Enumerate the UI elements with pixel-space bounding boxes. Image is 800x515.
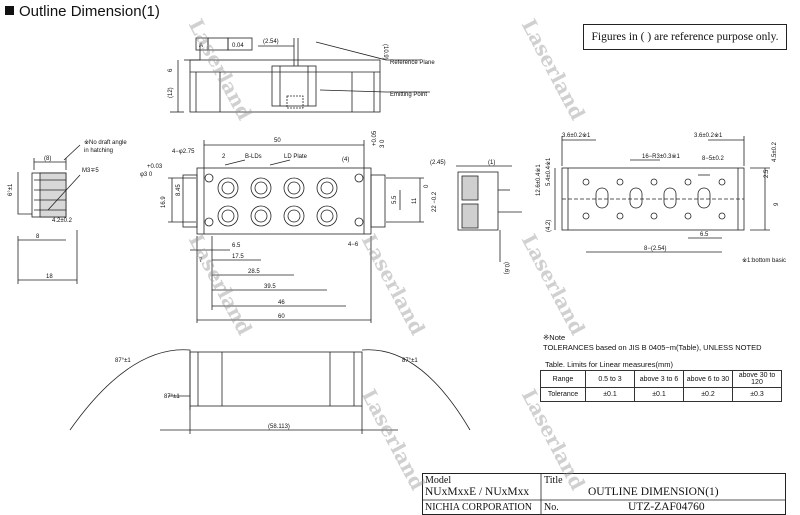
page-title: Outline Dimension(1) [5,3,160,20]
table-cell: Tolerance [540,387,586,402]
dim-front-12: (12) [168,87,174,98]
front-view: A 0.04 (2.54) (10.9) 6 (12) Reference Pl… [168,37,435,113]
b-lds-label: B-LDs [245,154,262,160]
table-cell: ±0.3 [732,387,782,402]
table-header-cell: 0.5 to 3 [585,370,635,388]
dim-top-28-5: 28.5 [248,269,260,275]
dim-low-angle-right: 87°±1 [402,358,418,364]
table-cell: ±0.1 [585,387,635,402]
dim-bot-9: 9 [774,202,780,206]
dim-low-angle-mid: 87°±1 [164,394,180,400]
emitting-point-label: Emitting Point [390,92,427,98]
lower-view: 87°±1 87°±1 87°±1 (58.113) [69,349,471,434]
dim-top-5-5: 5.5 [392,195,398,204]
dim-side-4-2: 4.2±0.2 [52,218,73,224]
tolerance-table: Range 0.5 to 3 above 3 to 6 above 6 to 3… [540,370,782,402]
bullet-square-icon [5,6,14,15]
table-cell: ±0.1 [634,387,684,402]
dim-side-18: 18 [46,274,53,280]
tolerance-note: ※Note TOLERANCES based on JIS B 0405−m(T… [543,333,762,353]
model-label: Model [425,475,452,486]
dim-bot-3-6-right: 3.6±0.2※1 [694,132,723,139]
ld-row-bottom [217,205,338,227]
dim-bot-3-6-left: 3.6±0.2※1 [562,132,591,139]
table-header-cell: above 30 to 120 [732,370,782,388]
dim-top-7: 7 [199,258,203,264]
dim-top-11: 11 [412,197,418,204]
dim-bot-4-5: 4.5±0.2 [772,141,778,162]
dim-top-0: 0 [424,184,430,188]
dim-right-2-45: (2.45) [430,160,446,166]
table-title: Table. Limits for Linear measures(mm) [545,360,673,369]
dim-front-6: 6 [168,68,174,72]
drawing-number: UTZ-ZAF04760 [628,501,705,513]
bottom-view: 3.6±0.2※1 3.6±0.2※1 16−R3±0.3※1 8−5±0.2 … [535,132,786,264]
dim-top-4-6: 4−6 [348,242,359,248]
flatness-datum: A [199,43,203,49]
title-block: Model NUxMxxE / NUxMxx Title OUTLINE DIM… [422,473,786,515]
top-view: 50 B-LDs LD Plate 4−φ2.75 2 +0.03 φ3 0 (… [140,130,438,323]
dim-bot-12-6: 12.6±0.4※1 [535,164,542,196]
dim-top-tol2: +0.05 [372,130,378,146]
bottom-basic-note: ※1:bottom basic [742,257,786,264]
dim-side-8: 8 [36,234,40,240]
dim-top-2: 2 [222,154,226,160]
dim-top-22: 22 −0.2 [432,191,438,212]
dim-top-tol: +0.03 [147,164,163,170]
dim-top-6-5: 6.5 [232,243,241,249]
dim-bot-4-2: (4.2) [546,220,552,232]
dim-bot-8-5: 8−5±0.2 [702,156,724,162]
ld-row-top [217,177,338,199]
dim-top-16-9: 16.9 [161,196,167,208]
company-name: NICHIA CORPORATION [425,502,532,513]
dim-top-60: 60 [278,314,285,320]
m3-label: M3∓5 [82,168,99,174]
table-header-cell: Range [540,370,586,388]
table-row: Range 0.5 to 3 above 3 to 6 above 6 to 3… [540,370,782,388]
dim-top-39-5: 39.5 [264,284,276,290]
dim-low-58: (58.113) [268,424,290,430]
no-draft-label: ※No draft angle [84,139,127,146]
dim-bot-8-2-54: 8−(2.54) [644,246,667,252]
reference-plane-label: Reference Plane [390,60,435,66]
hatching-label: in hatching [84,148,113,154]
dim-top-17-5: 17.5 [232,254,244,260]
note-mark: ※Note [543,333,566,342]
dim-bot-6-5: 6.5 [700,232,709,238]
dim-top-50: 50 [274,138,281,144]
no-label: No. [544,502,559,513]
title-block-grid [423,474,785,514]
dim-top-3: 3 0 [380,139,386,148]
table-header-cell: above 6 to 30 [683,370,733,388]
reference-note-box: Figures in ( ) are reference purpose onl… [583,24,787,50]
dim-right-1: (1) [488,160,495,166]
table-row: Tolerance ±0.1 ±0.1 ±0.2 ±0.3 [540,387,782,402]
model-value: NUxMxxE / NUxMxx [425,486,530,498]
dim-side-angle: 6°±1 [8,183,14,196]
dim-top-phi3: φ3 0 [140,172,153,178]
page-title-text: Outline Dimension(1) [19,3,160,20]
dim-top-8-45: 8.45 [176,184,182,196]
dim-bot-2-5: 2.5 [764,169,770,178]
dim-bot-16-r3: 16−R3±0.3※1 [642,153,681,160]
dim-front-10-9: (10.9) [382,44,388,60]
dim-front-2-54: (2.54) [263,39,279,45]
dim-top-4: (4) [342,157,349,163]
title-label: Title [544,475,563,486]
dim-bot-5-4: 5.4±0.4※1 [545,157,552,186]
dim-top-46: 46 [278,300,285,306]
dim-top-hole: 4−φ2.75 [172,149,195,155]
dim-right-0-6: (0.6) [503,262,509,274]
side-view: ※No draft angle in hatching M3∓5 (8) 6°±… [8,139,127,284]
dim-low-angle-left: 87°±1 [115,358,131,364]
table-header-cell: above 3 to 6 [634,370,684,388]
flatness-value: 0.04 [232,43,244,49]
ld-plate-label: LD Plate [284,154,308,160]
dim-side-8-ref: (8) [44,156,51,162]
title-value: OUTLINE DIMENSION(1) [588,486,719,498]
table-cell: ±0.2 [683,387,733,402]
note-text: TOLERANCES based on JIS B 0405−m(Table),… [543,343,762,352]
right-view: (2.45) (1) (0.6) [430,160,522,274]
